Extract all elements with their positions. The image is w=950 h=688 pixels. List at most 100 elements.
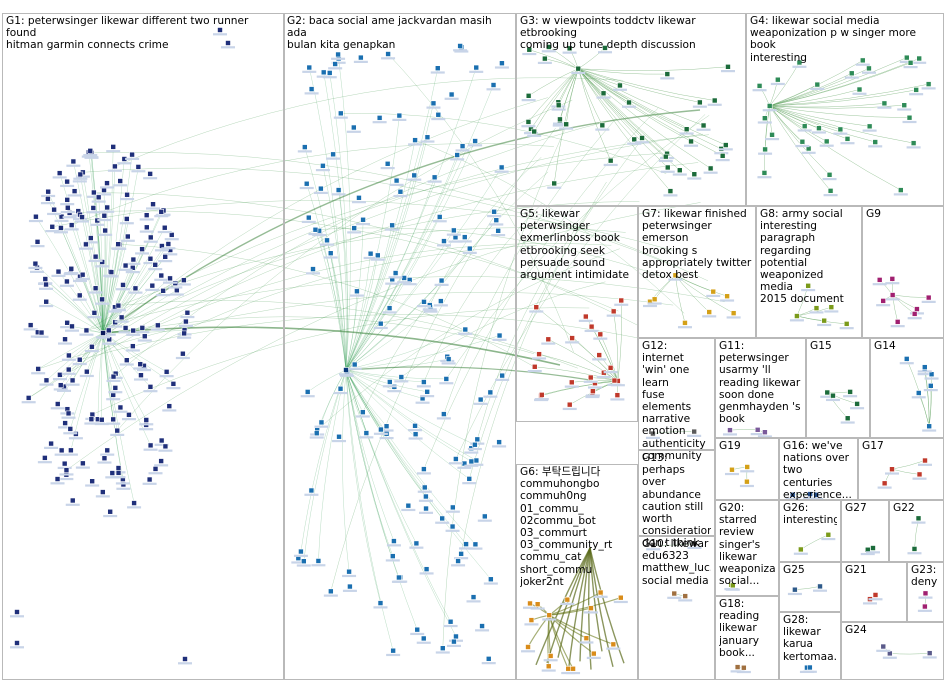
g7-node[interactable]: [702, 309, 717, 318]
g1-node[interactable]: [105, 470, 120, 479]
g4-node[interactable]: [811, 125, 826, 134]
g15-node[interactable]: [820, 389, 835, 398]
g4-node[interactable]: [823, 188, 838, 197]
g1-node[interactable]: [121, 412, 136, 421]
g24-node[interactable]: [876, 643, 891, 652]
g26-node[interactable]: [793, 546, 808, 555]
g1-node[interactable]: [75, 271, 90, 281]
g12-node[interactable]: [687, 428, 702, 437]
g2-node[interactable]: [380, 160, 395, 170]
g3-node[interactable]: [537, 55, 552, 65]
g2-node[interactable]: [416, 379, 431, 388]
g1-node[interactable]: [139, 224, 154, 233]
g4-node[interactable]: [833, 126, 848, 135]
g1-node[interactable]: [86, 189, 101, 198]
g5-node[interactable]: [583, 374, 598, 383]
g4-node[interactable]: [852, 86, 867, 95]
g6-node[interactable]: [579, 635, 594, 644]
g14-node[interactable]: [923, 383, 938, 392]
g4-node[interactable]: [822, 171, 837, 181]
g5-node[interactable]: [610, 392, 625, 401]
g2-node[interactable]: [347, 361, 362, 370]
g2-node[interactable]: [468, 138, 483, 147]
g2-node[interactable]: [356, 216, 371, 226]
g3-node[interactable]: [598, 45, 613, 54]
g25-node[interactable]: [813, 583, 828, 592]
g2-node[interactable]: [491, 228, 506, 237]
g10-node[interactable]: [678, 593, 693, 602]
g5-node[interactable]: [585, 388, 600, 397]
g1-outlier-node[interactable]: [213, 27, 227, 36]
g5-node[interactable]: [584, 323, 599, 333]
g5-node[interactable]: [534, 392, 549, 401]
g1-node[interactable]: [103, 508, 118, 518]
g1-node[interactable]: [101, 327, 116, 336]
g2-node[interactable]: [328, 61, 343, 70]
g3-node[interactable]: [715, 153, 730, 162]
g1-node[interactable]: [131, 164, 146, 173]
g1-node[interactable]: [59, 278, 74, 287]
g2-node[interactable]: [342, 583, 357, 592]
g3-node[interactable]: [687, 171, 702, 180]
g8-node[interactable]: [824, 304, 839, 313]
g5-node[interactable]: [562, 401, 577, 411]
g1-node[interactable]: [41, 188, 56, 198]
g1-node[interactable]: [64, 222, 79, 231]
g2-node[interactable]: [407, 172, 422, 181]
g2-node[interactable]: [293, 548, 308, 557]
g6-node[interactable]: [523, 600, 538, 609]
g4-node[interactable]: [757, 170, 772, 179]
g1-node[interactable]: [106, 416, 121, 425]
g3-node[interactable]: [627, 136, 642, 145]
g6-node[interactable]: [586, 650, 601, 659]
g8-node[interactable]: [789, 313, 804, 322]
g1-node[interactable]: [158, 254, 173, 263]
g1-node[interactable]: [119, 357, 134, 366]
g2-node[interactable]: [300, 389, 315, 398]
g1-node[interactable]: [154, 272, 169, 281]
g6-node[interactable]: [593, 589, 608, 598]
g1-node[interactable]: [162, 403, 177, 412]
g2-node[interactable]: [408, 423, 423, 432]
g2-node[interactable]: [492, 439, 507, 448]
g3-node[interactable]: [547, 180, 562, 189]
g1-node[interactable]: [113, 178, 128, 187]
g4-node[interactable]: [897, 102, 912, 111]
g6-node[interactable]: [521, 644, 536, 653]
g2-node[interactable]: [309, 430, 324, 439]
g2-node[interactable]: [385, 553, 400, 562]
g2-node[interactable]: [420, 389, 435, 398]
g1-node[interactable]: [75, 460, 90, 469]
g1-hub-node[interactable]: [96, 330, 110, 339]
g3-node[interactable]: [559, 121, 574, 130]
g1-node[interactable]: [175, 350, 190, 360]
g4-node[interactable]: [795, 138, 810, 148]
g2-node[interactable]: [494, 60, 509, 69]
g2-node[interactable]: [419, 566, 434, 575]
g1-node[interactable]: [166, 381, 181, 390]
g2-node[interactable]: [433, 298, 448, 307]
g2-node[interactable]: [426, 100, 441, 109]
g19-node[interactable]: [740, 464, 755, 473]
g2-node[interactable]: [314, 419, 329, 428]
g2-node[interactable]: [408, 431, 423, 440]
g1-node[interactable]: [64, 265, 79, 275]
g1-node[interactable]: [61, 366, 76, 375]
g1-node[interactable]: [85, 478, 100, 487]
g3-node[interactable]: [635, 135, 650, 144]
g4-node[interactable]: [762, 103, 777, 112]
g2-node[interactable]: [435, 645, 450, 654]
g1-node[interactable]: [120, 191, 135, 201]
g2-node[interactable]: [459, 541, 474, 550]
g4-node[interactable]: [752, 83, 767, 92]
g1-node[interactable]: [45, 223, 60, 233]
g2-node[interactable]: [477, 513, 492, 522]
g1-node[interactable]: [119, 216, 134, 225]
g3-node[interactable]: [521, 93, 536, 102]
g3-node[interactable]: [696, 122, 711, 131]
g3-node[interactable]: [663, 188, 678, 197]
g8-node[interactable]: [839, 321, 854, 330]
g1-node[interactable]: [72, 356, 87, 366]
g1-node[interactable]: [135, 246, 150, 255]
g1-outlier-node[interactable]: [221, 40, 235, 49]
